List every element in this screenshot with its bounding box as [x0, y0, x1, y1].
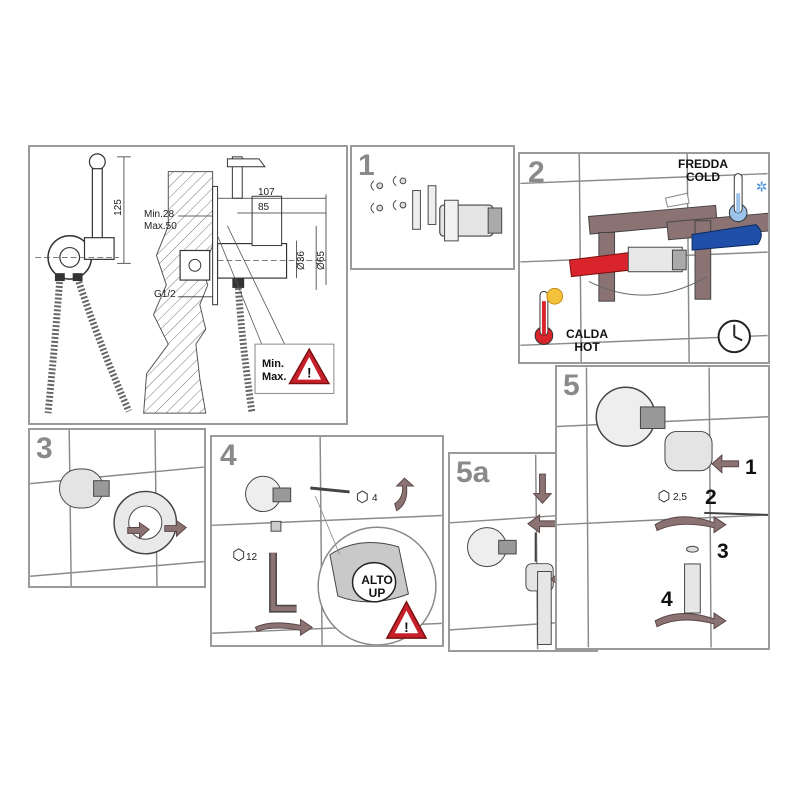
step-5-sub-4: 4 [661, 588, 673, 611]
minmax-max-label: Max. [262, 371, 287, 383]
cold-label-1: FREDDA [678, 157, 728, 171]
knob-icon [664, 430, 713, 472]
dim-min: Min.28 [144, 209, 175, 220]
hot-label-2: HOT [574, 340, 600, 354]
technical-drawing-svg: ! [35, 153, 335, 414]
step-2-svg: ✲ [520, 154, 768, 362]
hex-12-label: 12 [246, 552, 258, 563]
panel-step-3: 3 [28, 428, 206, 588]
step-5-sub-3: 3 [717, 540, 729, 563]
dim-dia-36: Ø36 [295, 251, 307, 270]
panel-step-1: 1 [350, 145, 515, 270]
dim-125: 125 [112, 199, 124, 216]
hot-pipe [568, 251, 634, 278]
hex-4-label: 4 [372, 493, 378, 504]
hex-2-5-label: 2,5 [673, 492, 687, 503]
panel-step-2: ✲ 2 FREDDA COLD CALDA HOT [518, 152, 770, 364]
step-3-svg [30, 430, 204, 586]
up-label-1: ALTO [361, 573, 393, 587]
step-5-sub-1: 1 [745, 456, 757, 479]
hex-icon-12 [233, 548, 245, 562]
panel-step-4: ! 4 4 12 ALTO UP [210, 435, 444, 647]
step-5a-number: 5a [456, 456, 490, 489]
dim-107: 107 [258, 187, 275, 198]
shower-head-icon [88, 153, 106, 171]
step-4-svg: ! [212, 437, 442, 645]
cold-pipe [691, 224, 762, 251]
step-3-number: 3 [36, 432, 53, 465]
hot-label-1: CALDA [566, 327, 608, 341]
svg-text:✲: ✲ [756, 179, 767, 195]
panel-technical-drawing: ! 125 107 85 Min.28 Max.50 G1/2 Ø36 Ø65 … [28, 145, 348, 425]
hex-icon-4 [356, 490, 368, 504]
dim-85: 85 [258, 202, 270, 213]
panel-step-5: 5 2,5 1 2 3 4 [555, 365, 770, 650]
step-2-number: 2 [528, 156, 545, 189]
step-1-svg [370, 175, 503, 242]
cold-label-2: COLD [686, 170, 720, 184]
dim-thread: G1/2 [154, 289, 176, 300]
step-4-number: 4 [220, 439, 237, 472]
step-5-svg [557, 367, 768, 648]
svg-text:!: ! [307, 366, 312, 381]
svg-text:!: ! [404, 620, 409, 635]
step-5-number: 5 [563, 369, 580, 402]
minmax-min-label: Min. [262, 358, 284, 370]
dim-max: Max.50 [144, 221, 177, 232]
dim-dia-65: Ø65 [315, 251, 327, 270]
step-5-sub-2: 2 [705, 486, 717, 509]
up-label-2: UP [368, 586, 386, 600]
step-1-number: 1 [358, 149, 375, 182]
hex-icon-2-5 [658, 489, 670, 503]
